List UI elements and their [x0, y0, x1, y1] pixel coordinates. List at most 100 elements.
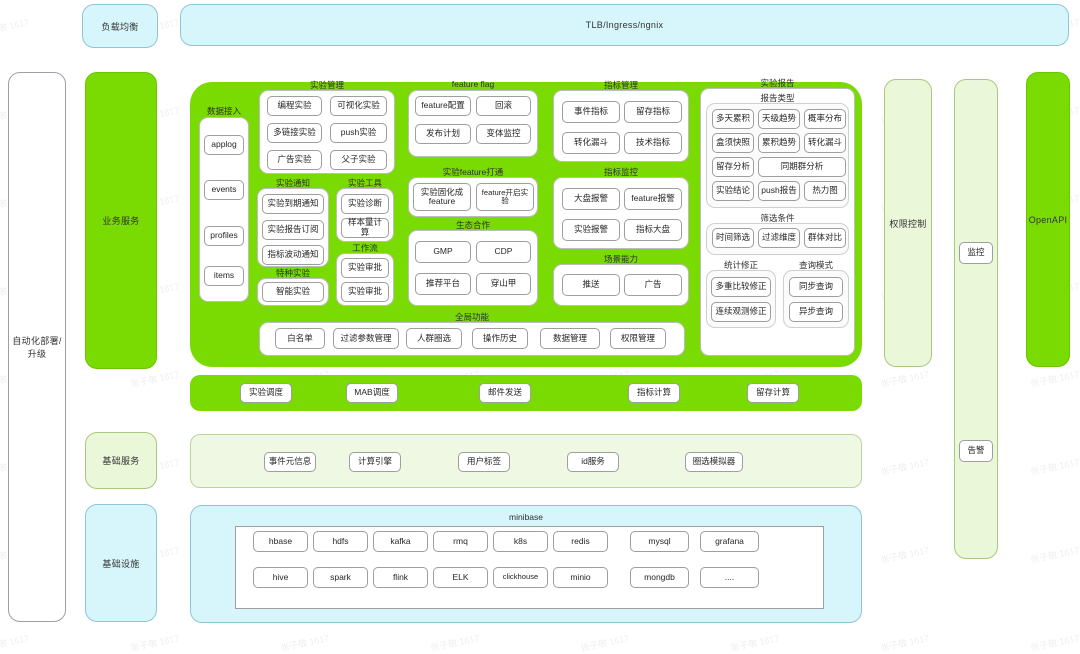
chip-advertisement[interactable]: 广告 — [624, 274, 682, 296]
chip-probability-distribution[interactable]: 概率分布 — [804, 109, 846, 129]
chip-compute-engine[interactable]: 计算引擎 — [349, 452, 401, 472]
chip-sample-size-calc[interactable]: 样本量计算 — [341, 217, 389, 238]
chip-push[interactable]: 推送 — [562, 274, 620, 296]
chip-alarm[interactable]: 告警 — [959, 440, 993, 462]
watermark-text: 张子敬 1617 — [729, 632, 781, 654]
chip-experiment-alarm[interactable]: 实验报警 — [562, 219, 620, 241]
chip-experiment-expiry-notify[interactable]: 实验到期通知 — [262, 194, 324, 214]
chip-mysql[interactable]: mysql — [630, 531, 689, 552]
chip-retention-calculation[interactable]: 留存计算 — [747, 383, 799, 403]
chip-tech-metric[interactable]: 技术指标 — [624, 132, 682, 154]
chip-recommend-platform[interactable]: 推荐平台 — [415, 273, 471, 295]
chip-metric-dashboard[interactable]: 指标大盘 — [624, 219, 682, 241]
chip-hive[interactable]: hive — [253, 567, 308, 588]
chip-events[interactable]: events — [204, 180, 244, 200]
chip-conversion-funnel[interactable]: 转化漏斗 — [562, 132, 620, 154]
chip-profiles[interactable]: profiles — [204, 226, 244, 246]
chip-data-mgmt[interactable]: 数据管理 — [540, 328, 600, 349]
chip-time-filter[interactable]: 时间筛选 — [712, 228, 754, 248]
chip-ad-experiment[interactable]: 广告实验 — [267, 150, 322, 170]
chip-release-plan[interactable]: 发布计划 — [415, 124, 471, 144]
chip-push-report-label: push报告 — [761, 185, 797, 196]
chip-metric-calculation[interactable]: 指标计算 — [628, 383, 680, 403]
chip-visual-experiment[interactable]: 可视化实验 — [330, 96, 387, 116]
chip-boxplot-snapshot[interactable]: 盒须快照 — [712, 133, 754, 153]
chip-selection-simulator[interactable]: 圈选模拟器 — [685, 452, 743, 472]
chip-experiment-approval-1[interactable]: 实验审批 — [341, 258, 389, 278]
chip-experiment-schedule[interactable]: 实验调度 — [240, 383, 292, 403]
chip-whitelist[interactable]: 白名单 — [275, 328, 325, 349]
chip-grafana[interactable]: grafana — [700, 531, 759, 552]
chip-rmq[interactable]: rmq — [433, 531, 488, 552]
chip-items[interactable]: items — [204, 266, 244, 286]
chip-flink[interactable]: flink — [373, 567, 428, 588]
chip-feature-alarm[interactable]: feature报警 — [624, 188, 682, 210]
chip-experiment-approval-2[interactable]: 实验审批 — [341, 282, 389, 302]
chip-retention-metric[interactable]: 留存指标 — [624, 101, 682, 123]
chip-push-report[interactable]: push报告 — [758, 181, 800, 201]
chip-feature-start-experiment[interactable]: feature开启实验 — [476, 183, 534, 211]
chip-redis[interactable]: redis — [553, 531, 608, 552]
chip-dashboard-alarm[interactable]: 大盘报警 — [562, 188, 620, 210]
chip-push-experiment[interactable]: push实验 — [330, 123, 387, 143]
chip-multilink-experiment[interactable]: 多链接实验 — [267, 123, 322, 143]
chip-multiday-cumulative[interactable]: 多天累积 — [712, 109, 754, 129]
chip-feature-config[interactable]: feature配置 — [415, 96, 471, 116]
chip-gmp[interactable]: GMP — [415, 241, 471, 263]
chip-hdfs[interactable]: hdfs — [313, 531, 368, 552]
chip-programming-experiment[interactable]: 编程实验 — [267, 96, 322, 116]
chip-cumulative-trend[interactable]: 累积趋势 — [758, 133, 800, 153]
chip-operation-history-label: 操作历史 — [482, 332, 517, 343]
chip-async-query[interactable]: 异步查询 — [789, 302, 843, 322]
chip-cdp[interactable]: CDP — [476, 241, 531, 263]
chip-permission-mgmt[interactable]: 权限管理 — [610, 328, 666, 349]
chip-user-tag[interactable]: 用户标签 — [458, 452, 510, 472]
chip-more[interactable]: .... — [700, 567, 759, 588]
chip-daily-trend[interactable]: 天级趋势 — [758, 109, 800, 129]
filter-conditions-title: 筛选条件 — [760, 213, 795, 223]
chip-monitor[interactable]: 监控 — [959, 242, 993, 264]
chip-rollback[interactable]: 回滚 — [476, 96, 531, 116]
chip-audience-selection[interactable]: 人群圈选 — [406, 328, 462, 349]
watermark-text: 张子敬 1617 — [1029, 544, 1080, 566]
chip-report-subscribe[interactable]: 实验报告订阅 — [262, 220, 324, 240]
chip-conversion-funnel-report[interactable]: 转化漏斗 — [804, 133, 846, 153]
chip-metric-dashboard-label: 指标大盘 — [635, 224, 670, 235]
chip-parentchild-experiment[interactable]: 父子实验 — [330, 150, 387, 170]
chip-filter-param-mgmt[interactable]: 过滤参数管理 — [333, 328, 399, 349]
chip-variant-monitor[interactable]: 变体监控 — [476, 124, 531, 144]
chip-id-service[interactable]: id服务 — [567, 452, 619, 472]
chip-elk[interactable]: ELK — [433, 567, 488, 588]
chip-applog[interactable]: applog — [204, 135, 244, 155]
chip-pangle[interactable]: 穿山甲 — [476, 273, 531, 295]
chip-clickhouse[interactable]: clickhouse — [493, 567, 548, 588]
chip-filter-dimension[interactable]: 过滤维度 — [758, 228, 800, 248]
chip-cohort-analysis[interactable]: 同期群分析 — [758, 157, 846, 177]
chip-heatmap[interactable]: 热力图 — [804, 181, 846, 201]
chip-event-metric[interactable]: 事件指标 — [562, 101, 620, 123]
chip-async-query-label: 异步查询 — [798, 306, 833, 317]
chip-metric-fluctuation-notify[interactable]: 指标波动通知 — [262, 245, 324, 265]
chip-sequential-testing-correction[interactable]: 连续观测修正 — [711, 302, 771, 322]
chip-multiple-comparison-correction[interactable]: 多重比较修正 — [711, 277, 771, 297]
chip-experiment-diagnose-label: 实验诊断 — [347, 198, 382, 209]
chip-mongdb[interactable]: mongdb — [630, 567, 689, 588]
chip-freeze-to-feature[interactable]: 实验固化成feature — [413, 183, 471, 211]
chip-probability-distribution-label: 概率分布 — [807, 113, 842, 124]
chip-mail-send[interactable]: 邮件发送 — [479, 383, 531, 403]
chip-group-comparison[interactable]: 群体对比 — [804, 228, 846, 248]
chip-mab-schedule[interactable]: MAB调度 — [346, 383, 398, 403]
chip-operation-history[interactable]: 操作历史 — [472, 328, 528, 349]
chip-experiment-conclusion[interactable]: 实验结论 — [712, 181, 754, 201]
chip-experiment-diagnose[interactable]: 实验诊断 — [341, 194, 389, 214]
chip-minio[interactable]: minio — [553, 567, 608, 588]
chip-k8s[interactable]: k8s — [493, 531, 548, 552]
chip-event-metadata[interactable]: 事件元信息 — [264, 452, 316, 472]
chip-retention-analysis[interactable]: 留存分析 — [712, 157, 754, 177]
chip-hbase[interactable]: hbase — [253, 531, 308, 552]
chip-kafka[interactable]: kafka — [373, 531, 428, 552]
report-type-title: 报告类型 — [760, 93, 795, 103]
chip-smart-experiment[interactable]: 智能实验 — [262, 282, 324, 302]
chip-spark[interactable]: spark — [313, 567, 368, 588]
chip-sync-query[interactable]: 同步查询 — [789, 277, 843, 297]
